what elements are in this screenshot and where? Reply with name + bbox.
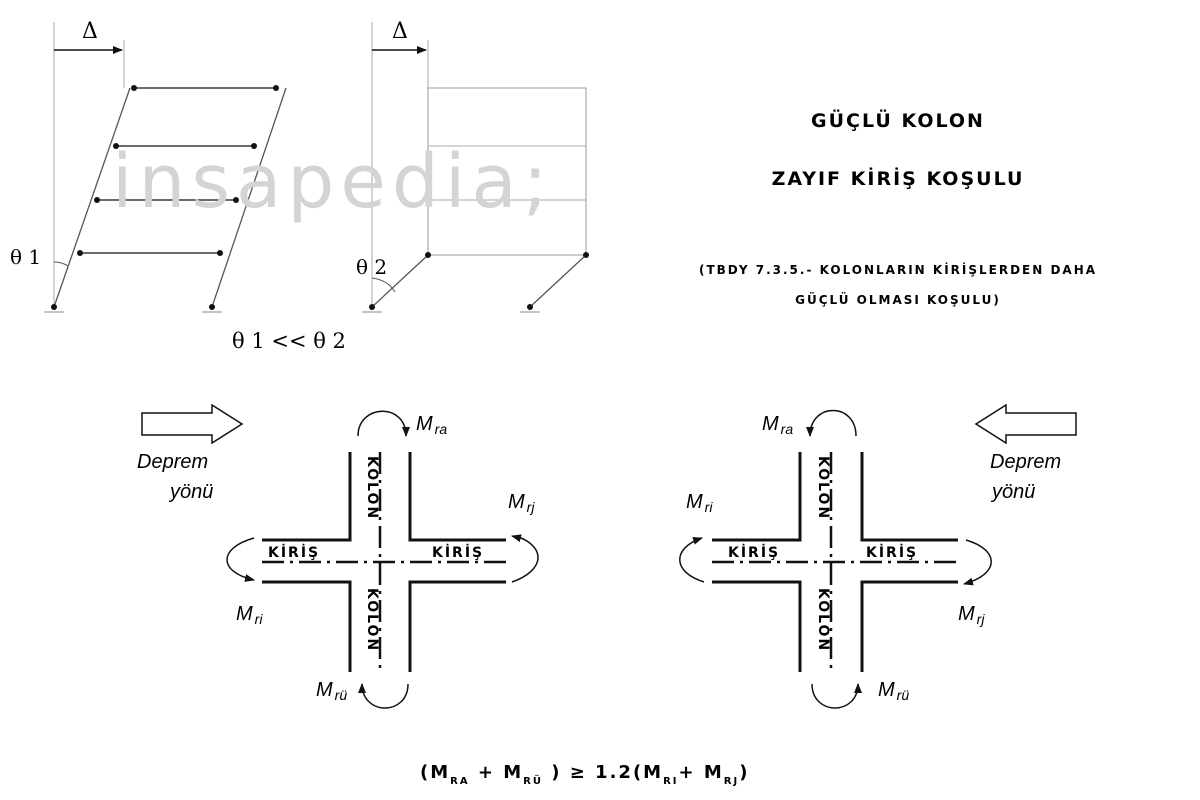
- column-label-bottom-right: KOLON: [815, 588, 831, 652]
- column-left-2: [211, 87, 287, 308]
- beam-label-left-a: KİRİŞ: [268, 544, 320, 561]
- reference-line-1: (TBDY 7.3.5.- KOLONLARIN KİRİŞLERDEN DAH…: [699, 262, 1097, 277]
- column-label-top-right: KOLON: [815, 456, 831, 520]
- direction-word2-left: yönü: [168, 481, 213, 503]
- moment-arrow-ru-right: [811, 683, 862, 709]
- moment-arrow-ri-left: [226, 537, 255, 582]
- formula: (MRA + MRÜ ) ≥ 1.2(MRI+ MRJ): [420, 762, 749, 787]
- moment-arrow-rj-right: [963, 539, 992, 586]
- reference-line-2: GÜÇLÜ OLMASI KOŞULU): [795, 292, 1001, 307]
- beams-left: [80, 87, 276, 254]
- beam-label-right-b: KİRİŞ: [866, 544, 918, 561]
- hinges-left: [51, 85, 279, 310]
- theta2-arc: [371, 277, 396, 293]
- direction-arrow-left: [141, 403, 244, 445]
- cross-outline-right: [712, 452, 958, 672]
- direction-word1-left: Deprem: [137, 451, 208, 473]
- centerlines-right: [712, 452, 958, 672]
- column-label-bottom-left: KOLON: [364, 588, 380, 652]
- frame-left: Δ θ 1: [10, 19, 287, 313]
- title-line-2: ZAYIF KİRİŞ KOŞULU: [772, 166, 1025, 190]
- moment-arrow-ra-right: [806, 409, 857, 437]
- moment-arrow-ru-left: [358, 683, 409, 709]
- beam-label-right-a: KİRİŞ: [728, 544, 780, 561]
- theta1-label: θ 1: [10, 245, 41, 269]
- hinges-right: [369, 252, 589, 310]
- theta2-label: θ 2: [356, 255, 387, 279]
- centerlines-left: [262, 452, 506, 672]
- moment-arrow-ri-right: [679, 537, 705, 583]
- moment-arrow-rj-left: [511, 535, 539, 583]
- cross-outline-left: [262, 452, 506, 672]
- frame-right: Δ θ 2: [356, 19, 589, 313]
- moment-arrow-ra-left: [357, 410, 410, 437]
- direction-arrow-right: [974, 403, 1077, 445]
- direction-word2-right: yönü: [990, 481, 1035, 503]
- soft-column-1: [371, 254, 429, 308]
- rigid-upper-storeys: [427, 87, 587, 256]
- theta1-arc: [53, 261, 69, 267]
- delta-label-right: Δ: [392, 19, 408, 44]
- watermark: insapedia;: [112, 139, 554, 225]
- soft-column-2: [529, 254, 587, 308]
- theta-comparison: θ 1 << θ 2: [232, 329, 346, 353]
- beam-label-left-b: KİRİŞ: [432, 544, 484, 561]
- direction-word1-right: Deprem: [990, 451, 1061, 473]
- column-label-top-left: KOLON: [364, 456, 380, 520]
- title-line-1: GÜÇLÜ KOLON: [811, 108, 985, 132]
- delta-label-left: Δ: [82, 19, 98, 44]
- column-left-1: [53, 87, 131, 308]
